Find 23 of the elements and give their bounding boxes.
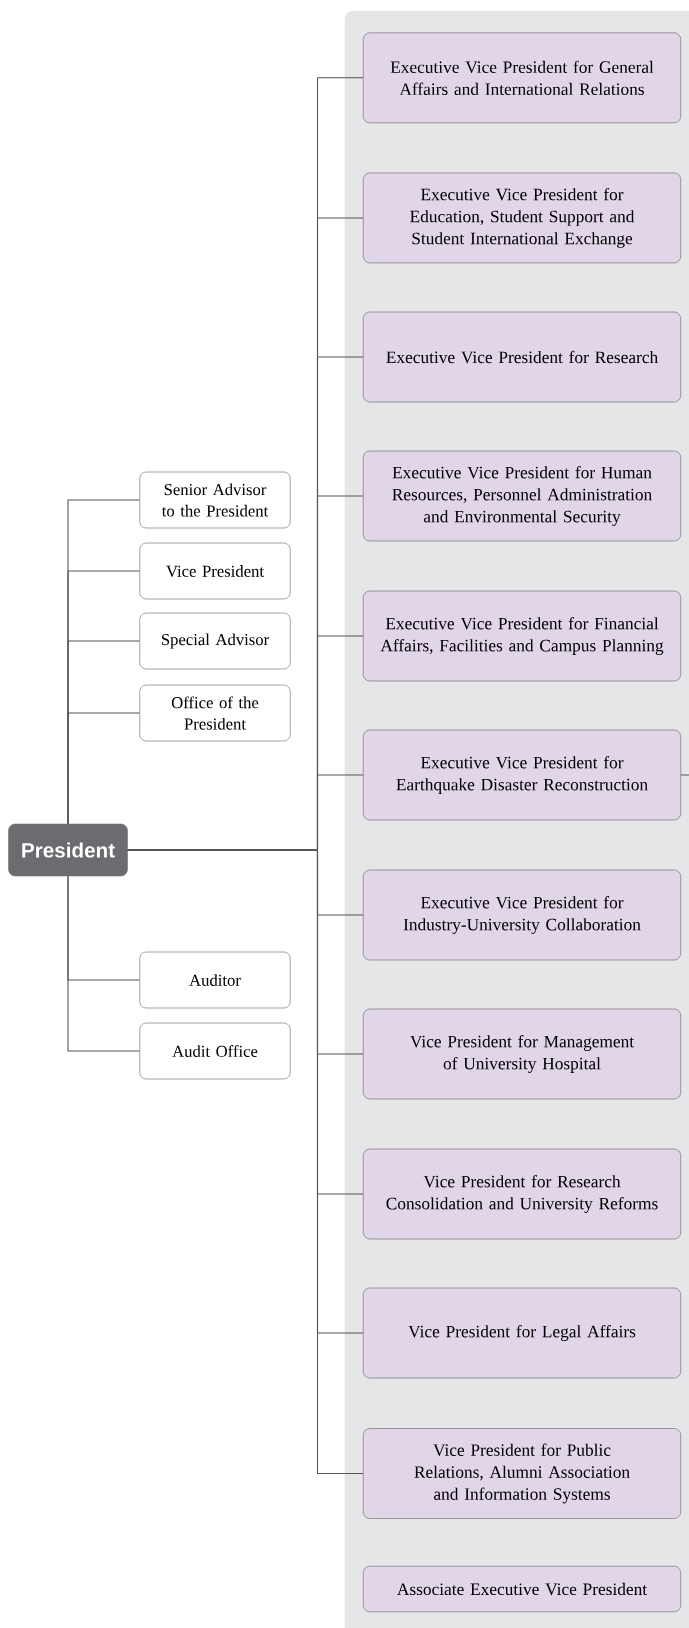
- vice-president-box: Executive Vice President for Financial Affairs, Facilities and Campus Planning: [363, 590, 681, 682]
- vice-president-box: Vice President for Public Relations, Alumni Association and Information Systems: [363, 1428, 681, 1519]
- office-box: Special Advisor: [139, 612, 291, 670]
- office-box: Audit Office: [139, 1022, 291, 1080]
- office-box: Senior Advisor to the President: [139, 471, 291, 529]
- vice-president-box: Executive Vice President for Education, Student Support and Student International Exchange: [363, 172, 681, 264]
- vice-president-box: Executive Vice President for Industry-University Collaboration: [363, 869, 681, 961]
- connector-line: [67, 875, 140, 1052]
- vice-president-box: Executive Vice President for Human Resources, Personnel Administration and Environmental Security: [363, 450, 681, 542]
- connector-line: [67, 712, 140, 825]
- office-box: Vice President: [139, 542, 291, 600]
- vice-president-box: Executive Vice President for Research: [363, 311, 681, 403]
- vice-president-box: Associate Executive Vice President: [363, 1565, 681, 1613]
- vice-president-box: Executive Vice President for Earthquake Disaster Reconstruction: [363, 729, 681, 821]
- connector-line: [127, 849, 364, 1475]
- office-box: Office of the President: [139, 684, 291, 742]
- president-box: President: [8, 823, 128, 877]
- vice-president-box: Vice President for Management of University Hospital: [363, 1008, 681, 1100]
- vice-president-box: Vice President for Legal Affairs: [363, 1287, 681, 1379]
- office-box: Auditor: [139, 951, 291, 1009]
- connector-line: [680, 774, 689, 776]
- vice-president-box: Vice President for Research Consolidation and University Reforms: [363, 1148, 681, 1240]
- vice-president-box: Executive Vice President for General Affairs and International Relations: [363, 32, 681, 124]
